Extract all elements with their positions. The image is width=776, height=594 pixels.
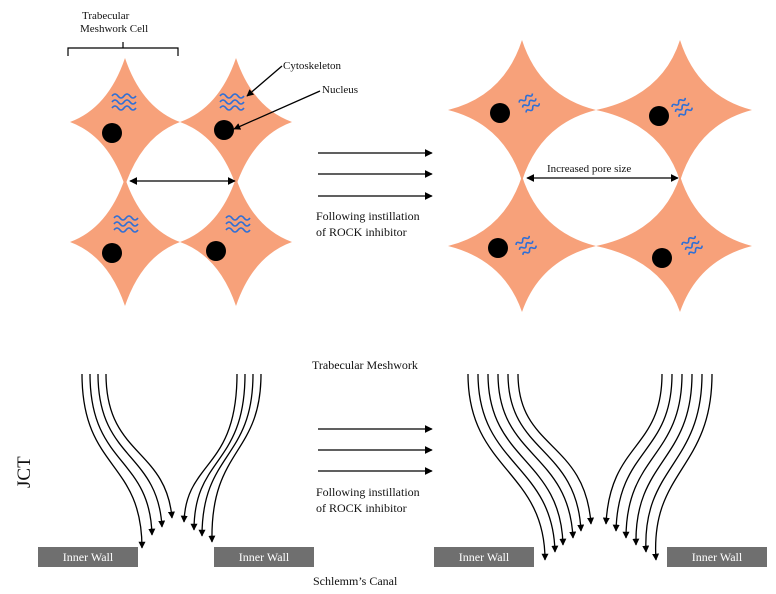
pore-size-label: Increased pore size xyxy=(547,163,631,175)
transition-arrows-top xyxy=(318,149,433,200)
inner-wall-before-left: Inner Wall xyxy=(38,547,138,567)
inner-wall-after-left: Inner Wall xyxy=(434,547,534,567)
inner-wall-after-right: Inner Wall xyxy=(667,547,767,567)
flow-lines-after xyxy=(467,373,713,561)
transition-label-top-line2: of ROCK inhibitor xyxy=(316,225,407,239)
transition-label-bottom-line1: Following instillation xyxy=(316,485,420,499)
nucleus-pointer xyxy=(233,90,321,130)
cells-after xyxy=(448,40,752,312)
cell-before-bottom-right xyxy=(180,178,292,306)
cell-after-bottom-right xyxy=(596,176,752,312)
cell-after-top-left xyxy=(448,40,596,181)
cell-after-bottom-left xyxy=(448,176,596,312)
cell-before-bottom-left xyxy=(70,178,180,306)
nucleus-label: Nucleus xyxy=(322,84,358,96)
cell-after-top-right xyxy=(596,40,752,181)
cytoskeleton-icon xyxy=(515,93,703,255)
trabecular-meshwork-label: Trabecular Meshwork xyxy=(312,358,418,372)
svg-text:Inner Wall: Inner Wall xyxy=(692,550,743,564)
svg-text:Inner Wall: Inner Wall xyxy=(63,550,114,564)
cells-before xyxy=(70,58,292,306)
flow-lines-before xyxy=(81,373,262,549)
jct-label: JCT xyxy=(14,456,35,488)
svg-text:Inner Wall: Inner Wall xyxy=(459,550,510,564)
cell-bracket xyxy=(67,42,179,56)
svg-text:Inner Wall: Inner Wall xyxy=(239,550,290,564)
cell-before-top-left xyxy=(70,58,180,186)
nucleus-icon xyxy=(102,120,234,263)
transition-label-bottom-line2: of ROCK inhibitor xyxy=(316,501,407,515)
cytoskeleton-label: Cytoskeleton xyxy=(283,60,342,72)
cell-before-top-right xyxy=(180,58,292,186)
inner-wall-before-right: Inner Wall xyxy=(214,547,314,567)
cytoskeleton-pointer xyxy=(246,65,283,97)
nucleus-icon xyxy=(488,103,672,268)
schlemms-canal-label: Schlemm’s Canal xyxy=(313,574,398,588)
cell-label-line2: Meshwork Cell xyxy=(80,23,148,35)
cell-label-line1: Trabecular xyxy=(82,10,130,22)
transition-label-top-line1: Following instillation xyxy=(316,209,420,223)
transition-arrows-bottom xyxy=(318,425,433,475)
cytoskeleton-icon xyxy=(111,93,251,233)
